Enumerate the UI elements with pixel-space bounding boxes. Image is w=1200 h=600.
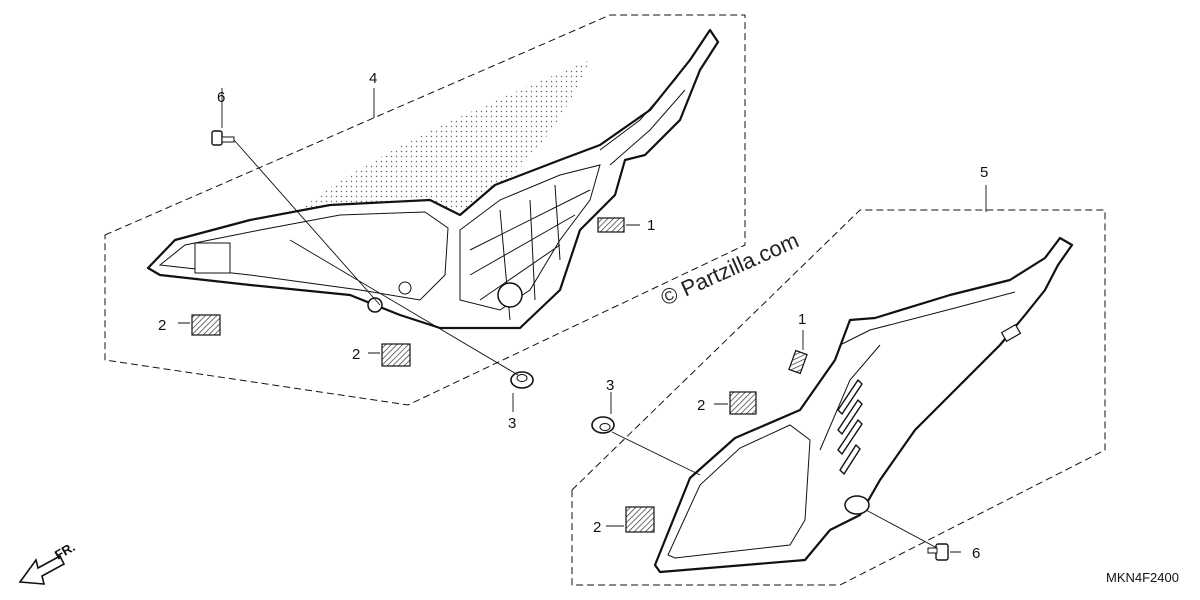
left-grommet [510, 371, 534, 389]
left-assembly-group: 4 6 1 2 2 3 [104, 14, 746, 432]
right-panel-tab [1000, 323, 1022, 343]
front-direction-indicator: FR. [18, 539, 78, 585]
right-panel-vent-slats [837, 379, 863, 475]
right-side-cover-panel [653, 236, 1074, 574]
left-panel-inner-edge [158, 211, 449, 301]
callout-right-assembly: 5 [980, 164, 988, 181]
left-screw [211, 130, 235, 146]
left-cover-shading [300, 60, 590, 210]
right-panel-mount-hole [844, 495, 870, 515]
right-leader-lines [606, 185, 987, 553]
callout-right-pad-a: 2 [697, 397, 705, 414]
left-pad-b [381, 343, 411, 367]
callout-left-pad-a: 2 [158, 317, 166, 334]
arrow-icon [18, 554, 66, 585]
right-clip [788, 349, 808, 375]
watermark: © Partzilla.com [657, 227, 803, 310]
left-panel-upper-rail [599, 44, 701, 166]
callout-right-clip: 1 [798, 311, 806, 328]
right-screw [927, 543, 949, 561]
callout-left-pad-b: 2 [352, 346, 360, 363]
right-assembly-group: 5 1 2 3 2 6 [571, 164, 1106, 586]
right-pad-b [625, 506, 655, 533]
callout-left-screw: 6 [217, 89, 225, 106]
left-pad-a [191, 314, 221, 336]
callout-right-pad-b: 2 [593, 519, 601, 536]
callout-left-grommet: 3 [508, 415, 516, 432]
callout-left-clip: 1 [647, 217, 655, 234]
right-panel-inner-line [819, 291, 1016, 451]
left-side-cover-panel [146, 28, 720, 330]
left-clip [597, 217, 625, 233]
diagram-code: MKN4F2400 [1106, 570, 1179, 585]
left-panel-mount-hole [367, 297, 383, 313]
right-panel-window-edge [667, 424, 811, 559]
left-assembly-boundary [104, 14, 746, 406]
callout-left-assembly: 4 [369, 70, 377, 87]
callout-right-grommet: 3 [606, 377, 614, 394]
left-panel-boss [398, 281, 412, 295]
callout-right-screw: 6 [972, 545, 980, 562]
right-grommet [591, 416, 615, 434]
right-assembly-boundary [571, 209, 1106, 586]
left-panel-window [194, 242, 231, 274]
left-leader-lines [178, 88, 640, 412]
left-panel-ribs [459, 164, 601, 321]
right-pad-a [729, 391, 757, 415]
left-panel-mount-ring [497, 282, 523, 308]
